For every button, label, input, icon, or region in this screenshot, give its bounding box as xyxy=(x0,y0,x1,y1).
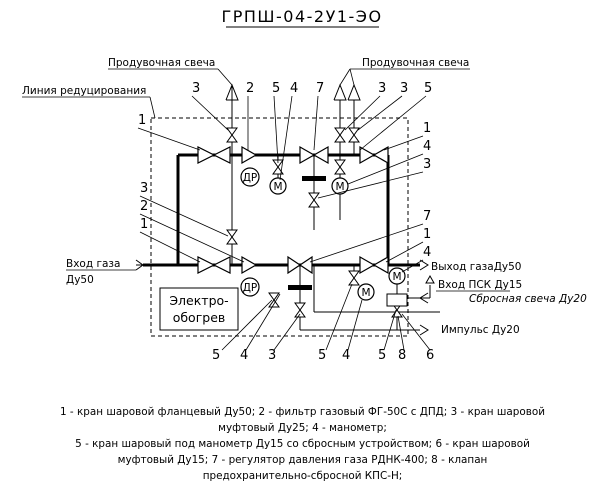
callout-right-lower-4: 4 xyxy=(423,245,431,260)
manometer-label-1: М xyxy=(273,181,282,193)
callout-right-upper-4: 4 xyxy=(423,139,431,154)
callout-left-upper-1: 1 xyxy=(138,113,146,128)
manometers-lower xyxy=(357,267,406,301)
filter-upper xyxy=(240,145,260,187)
filter-lower xyxy=(240,255,260,297)
callout-top-left-3: 3 xyxy=(192,81,200,96)
regulator-lower xyxy=(287,255,313,275)
callout-top-mid-4: 4 xyxy=(290,81,298,96)
callout-left-lower-1: 1 xyxy=(140,217,148,232)
callout-bottom-5c: 5 xyxy=(378,348,386,363)
callout-bottom-5a: 5 xyxy=(212,348,220,363)
callout-top-right-3a: 3 xyxy=(378,81,386,96)
callout-top-right-3b: 3 xyxy=(400,81,408,96)
callout-right-upper-1: 1 xyxy=(423,121,431,136)
purge-candle-right xyxy=(333,83,361,101)
manometer-label-4: М xyxy=(392,271,401,283)
scheme-title: ГРПШ-04-2У1-ЭО xyxy=(221,7,382,26)
purge-candle-left xyxy=(225,83,239,101)
valve-upper-mid xyxy=(299,145,329,165)
valve-upper-left xyxy=(197,146,231,164)
callout-bottom-4b: 4 xyxy=(342,348,350,363)
candle-valves-right xyxy=(226,127,360,245)
callout-bottom-6: 6 xyxy=(426,348,434,363)
heater-label-line1: Электро- xyxy=(169,293,228,308)
impulse-label: Импульс Ду20 xyxy=(441,324,520,336)
callout-right-upper-3: 3 xyxy=(423,157,431,172)
cabinet-outline xyxy=(150,117,409,337)
valve-lower-left xyxy=(197,256,231,274)
manometers-upper xyxy=(269,177,349,195)
legend-line-3: 5 - кран шаровый под манометр Ду15 со сб… xyxy=(75,438,530,450)
manometer-label-3: М xyxy=(361,287,370,299)
psk-inlet-label: Вход ПСК Ду15 xyxy=(438,279,522,291)
callout-top-mid-5: 5 xyxy=(272,81,280,96)
callout-bottom-5b: 5 xyxy=(318,348,326,363)
callout-top-right-5: 5 xyxy=(424,81,432,96)
regulator-upper xyxy=(302,176,326,181)
callout-top-mid-7: 7 xyxy=(316,81,324,96)
purge-left-label: Продувочная свеча xyxy=(108,57,215,69)
legend-line-4: муфтовый Ду15; 7 - регулятор давления га… xyxy=(117,454,488,466)
gas-outlet-label: Выход газаДу50 xyxy=(431,261,521,273)
callout-right-lower-7: 7 xyxy=(423,209,431,224)
callout-left-lower-3: 3 xyxy=(140,181,148,196)
gas-inlet-size-label: Ду50 xyxy=(66,274,94,286)
heater-box xyxy=(159,287,239,331)
dr-label-lower: ДР xyxy=(243,282,258,294)
outlet-arrows xyxy=(419,259,435,336)
psk-valve xyxy=(386,293,408,307)
callout-bottom-3: 3 xyxy=(268,348,276,363)
callout-top-mid-2: 2 xyxy=(246,81,254,96)
callout-right-lower-1: 1 xyxy=(423,227,431,242)
relief-candle-label: Сбросная свеча Ду20 xyxy=(469,293,587,305)
callout-bottom-4a: 4 xyxy=(240,348,248,363)
dr-label-upper: ДР xyxy=(243,172,258,184)
callout-bottom-8: 8 xyxy=(398,348,406,363)
legend-line-2: муфтовый Ду25; 4 - манометр; xyxy=(218,422,387,434)
purge-right-label: Продувочная свеча xyxy=(362,57,469,69)
legend-line-5: предохранительно-сбросной КПС-Н; xyxy=(202,470,403,482)
leader-lines xyxy=(137,95,431,351)
legend: 1 - кран шаровой фланцевый Ду50; 2 - фил… xyxy=(0,404,605,484)
reduction-line-label: Линия редуцирования xyxy=(22,85,146,97)
gas-inlet-label: Вход газа xyxy=(66,258,120,270)
inlet-arrow xyxy=(135,259,144,271)
legend-line-1: 1 - кран шаровой фланцевый Ду50; 2 - фил… xyxy=(60,406,545,418)
valve-upper-right xyxy=(359,145,389,165)
callout-left-lower-2: 2 xyxy=(140,199,148,214)
heater-label-line2: обогрев xyxy=(173,310,226,325)
manometer-label-2: М xyxy=(335,181,344,193)
valve-lower-right xyxy=(359,255,389,275)
small-valves-lower xyxy=(268,270,403,318)
